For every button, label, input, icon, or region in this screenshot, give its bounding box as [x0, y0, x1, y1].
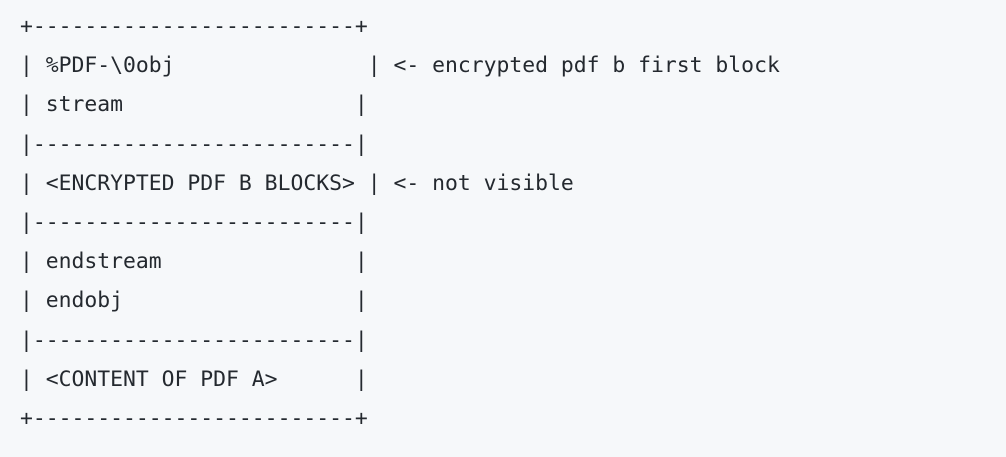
ascii-line: |-------------------------|	[20, 203, 780, 242]
ascii-line: |-------------------------|	[20, 321, 780, 360]
ascii-art-diagram: +-------------------------+ | %PDF-\0obj …	[20, 7, 780, 438]
ascii-box-segment: | %PDF-\0obj |	[20, 53, 381, 79]
ascii-box-segment: |-------------------------|	[20, 209, 368, 235]
ascii-line: | stream |	[20, 85, 780, 124]
ascii-box-segment: | <ENCRYPTED PDF B BLOCKS> |	[20, 170, 381, 196]
ascii-line: | endobj |	[20, 281, 780, 320]
ascii-box-segment: +-------------------------+	[20, 14, 368, 39]
ascii-box-segment: |-------------------------|	[20, 131, 368, 157]
ascii-box-segment: |-------------------------|	[20, 327, 368, 353]
ascii-line: | <CONTENT OF PDF A> |	[20, 360, 780, 399]
ascii-box-segment: +-------------------------+	[20, 405, 368, 431]
ascii-line: | <ENCRYPTED PDF B BLOCKS> | <- not visi…	[20, 164, 780, 203]
ascii-line: |-------------------------|	[20, 125, 780, 164]
ascii-line: | endstream |	[20, 242, 780, 281]
ascii-annotation-segment: <- encrypted pdf b first block	[380, 53, 780, 79]
ascii-box-segment: | endobj |	[20, 288, 368, 314]
ascii-annotation-segment: <- not visible	[380, 170, 574, 196]
ascii-box-segment: | stream |	[20, 92, 368, 118]
ascii-box-segment: | endstream |	[20, 249, 368, 275]
ascii-line: +-------------------------+	[20, 7, 780, 46]
ascii-box-segment: | <CONTENT OF PDF A> |	[20, 366, 368, 392]
ascii-line: | %PDF-\0obj | <- encrypted pdf b first …	[20, 46, 780, 85]
ascii-line: +-------------------------+	[20, 399, 780, 438]
